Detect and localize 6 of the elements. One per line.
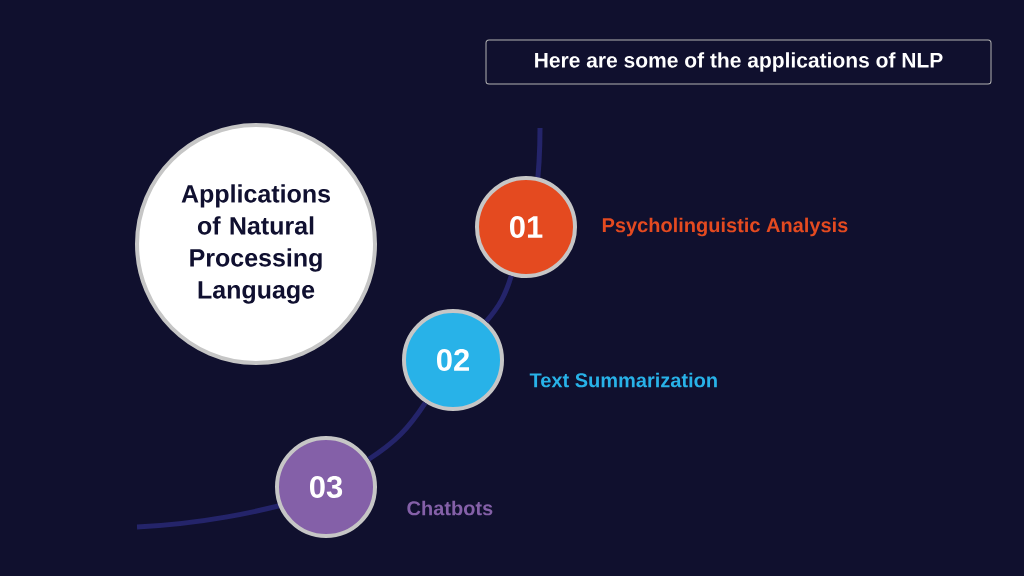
item-label: Text Summarization: [529, 372, 717, 388]
item-label: Psycholinguistic Analysis: [602, 217, 848, 237]
curve-line: [367, 401, 428, 462]
curve-line: [484, 275, 514, 323]
title-box: Here are some of the applications of NLP: [485, 39, 992, 85]
item-label: Chatbots: [407, 500, 493, 516]
